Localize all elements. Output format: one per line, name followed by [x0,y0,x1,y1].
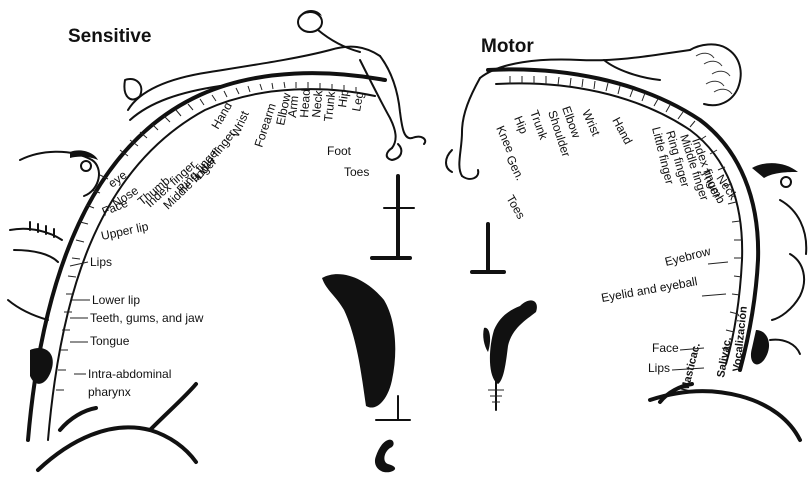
sensitive-label-teeth-gums-jaw: Teeth, gums, and jaw [90,311,204,325]
central-structures [322,176,537,472]
sensitive-label-hip: Hip [335,88,351,108]
sensitive-label-upper-lip: Upper lip [100,219,150,243]
sensitive-labels: Toes Foot Leg Hip Trunk Neck Head Arm El… [70,88,369,399]
sensitive-label-pharynx: pharynx [88,385,131,399]
motor-label-lips: Lips [648,361,670,375]
motor-brainstem-ink [650,384,800,440]
sensitive-label-forearm: Forearm [252,101,279,148]
sensitive-label-toes: Toes [344,165,369,179]
sensitive-homunculus-figure [124,10,425,160]
sensitive-label-foot: Foot [327,144,352,158]
motor-label-knee: Knee [493,124,517,156]
motor-labels: Toes Gen. Knee Hip Trunk Shoulder Elbow … [493,104,750,392]
motor-label-eyelid-eyeball: Eyelid and eyeball [600,274,698,305]
sensitive-cortex-arc [28,73,385,440]
sensitive-title: Sensitive [68,26,151,47]
sensitive-face-sketch [8,150,99,383]
sensitive-label-intra-abdominal: Intra-abdominal [88,367,171,381]
motor-label-eyebrow: Eyebrow [663,244,712,269]
sensitive-label-lower-lip: Lower lip [92,293,140,307]
sensitive-label-lips: Lips [90,255,112,269]
motor-label-salivac: Salivac. [715,336,734,378]
motor-label-hip: Hip [511,114,531,136]
motor-title: Motor [481,36,534,57]
sensitive-label-face: Face [100,196,130,219]
motor-label-face: Face [652,341,679,355]
motor-label-gen: Gen. [503,153,527,183]
motor-label-hand: Hand [609,115,635,147]
motor-label-toes: Toes [503,193,528,222]
sensitive-label-leg: Leg [349,90,366,112]
sensitive-label-tongue: Tongue [90,334,130,348]
